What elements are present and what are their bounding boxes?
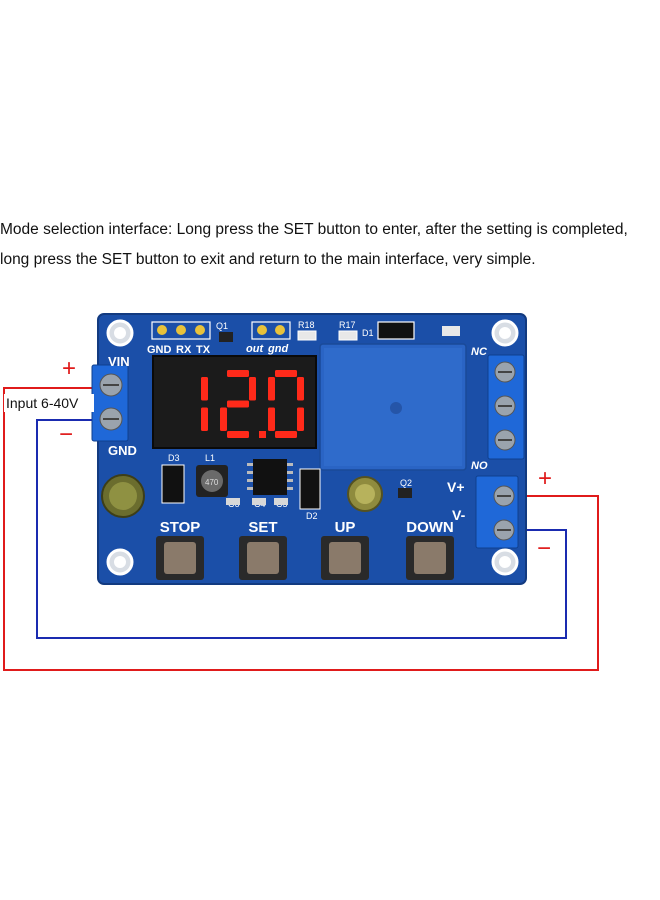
set-button-cap[interactable]: [247, 542, 279, 574]
label-gnd-small: gnd: [267, 343, 288, 355]
relay-mark: [390, 402, 402, 414]
decimal-point: [259, 431, 266, 438]
relay-terminal-block: [487, 354, 525, 460]
label-header-tx: TX: [196, 344, 211, 356]
digit-segment: [297, 377, 304, 401]
resistor-r17: [338, 330, 358, 341]
input-plus-sign: +: [62, 355, 76, 382]
digit-segment: [275, 370, 297, 377]
down-button-label: DOWN: [406, 519, 454, 536]
input-minus-sign: −: [59, 421, 73, 448]
label-q1: Q1: [216, 321, 228, 331]
capacitor-c6: [226, 498, 240, 505]
up-button-cap[interactable]: [329, 542, 361, 574]
resistor-r18: [297, 330, 317, 341]
inductor-marking: 470: [205, 478, 219, 487]
label-out: out: [246, 343, 264, 355]
capacitor-small: [347, 476, 383, 512]
label-l1: L1: [205, 453, 215, 463]
label-v-plus: V+: [447, 479, 465, 495]
stop-button[interactable]: [156, 536, 204, 580]
diode-d1: [377, 321, 415, 340]
digit-segment: [201, 407, 208, 431]
capacitor-c5: [274, 498, 288, 505]
digit-segment: [268, 377, 275, 401]
digit-segment: [227, 400, 249, 408]
digit-segment: [297, 407, 304, 431]
display-digits: [201, 370, 304, 438]
digit-segment: [249, 377, 256, 401]
label-vin: VIN: [108, 354, 130, 369]
stop-button-label: STOP: [160, 519, 201, 536]
transistor-q2: [398, 488, 412, 498]
output-terminal-block: [475, 475, 519, 549]
digit-segment: [275, 431, 297, 438]
down-button-cap[interactable]: [414, 542, 446, 574]
transistor-q1: [219, 332, 233, 342]
diode-d2: [299, 468, 321, 510]
up-button-label: UP: [335, 519, 356, 536]
label-header-rx: RX: [176, 344, 192, 356]
label-q2: Q2: [400, 478, 412, 488]
capacitor-c4: [252, 498, 266, 505]
capacitor-large: [101, 474, 145, 518]
label-v-minus: V-: [452, 507, 466, 523]
label-d1: D1: [362, 328, 374, 338]
set-button[interactable]: [239, 536, 287, 580]
label-header-gnd: GND: [147, 344, 172, 356]
button-row: STOP SET UP DOWN: [156, 519, 454, 580]
digit-segment: [227, 370, 249, 377]
ic-chip: [253, 459, 287, 495]
label-gnd: GND: [108, 443, 137, 458]
input-voltage-label: Input 6-40V: [6, 395, 79, 411]
label-nc: NC: [471, 346, 488, 358]
up-button[interactable]: [321, 536, 369, 580]
caption-line-2: long press the SET button to exit and re…: [0, 251, 536, 268]
digit-segment: [201, 377, 208, 401]
serial-header: [151, 321, 291, 340]
label-r17: R17: [339, 320, 356, 330]
digit-segment: [268, 407, 275, 431]
mounting-holes: [106, 319, 519, 576]
input-label-bg: [4, 394, 94, 412]
down-button[interactable]: [406, 536, 454, 580]
ic-pins: [247, 463, 293, 490]
digit-segment: [220, 407, 227, 431]
stop-button-cap[interactable]: [164, 542, 196, 574]
output-plus-sign: +: [538, 465, 552, 492]
set-button-label: SET: [248, 519, 277, 536]
red-wire: [3, 387, 599, 671]
diode-d3: [161, 464, 185, 504]
label-no: NO: [471, 460, 488, 472]
label-d3: D3: [168, 453, 180, 463]
digit-segment: [227, 431, 249, 438]
label-r18: R18: [298, 320, 315, 330]
caption-line-1: Mode selection interface: Long press the…: [0, 221, 628, 238]
label-d2: D2: [306, 511, 318, 521]
output-minus-sign: −: [537, 535, 551, 562]
led: [442, 326, 460, 336]
input-terminal-block: [91, 364, 129, 442]
blue-wire: [36, 419, 567, 639]
